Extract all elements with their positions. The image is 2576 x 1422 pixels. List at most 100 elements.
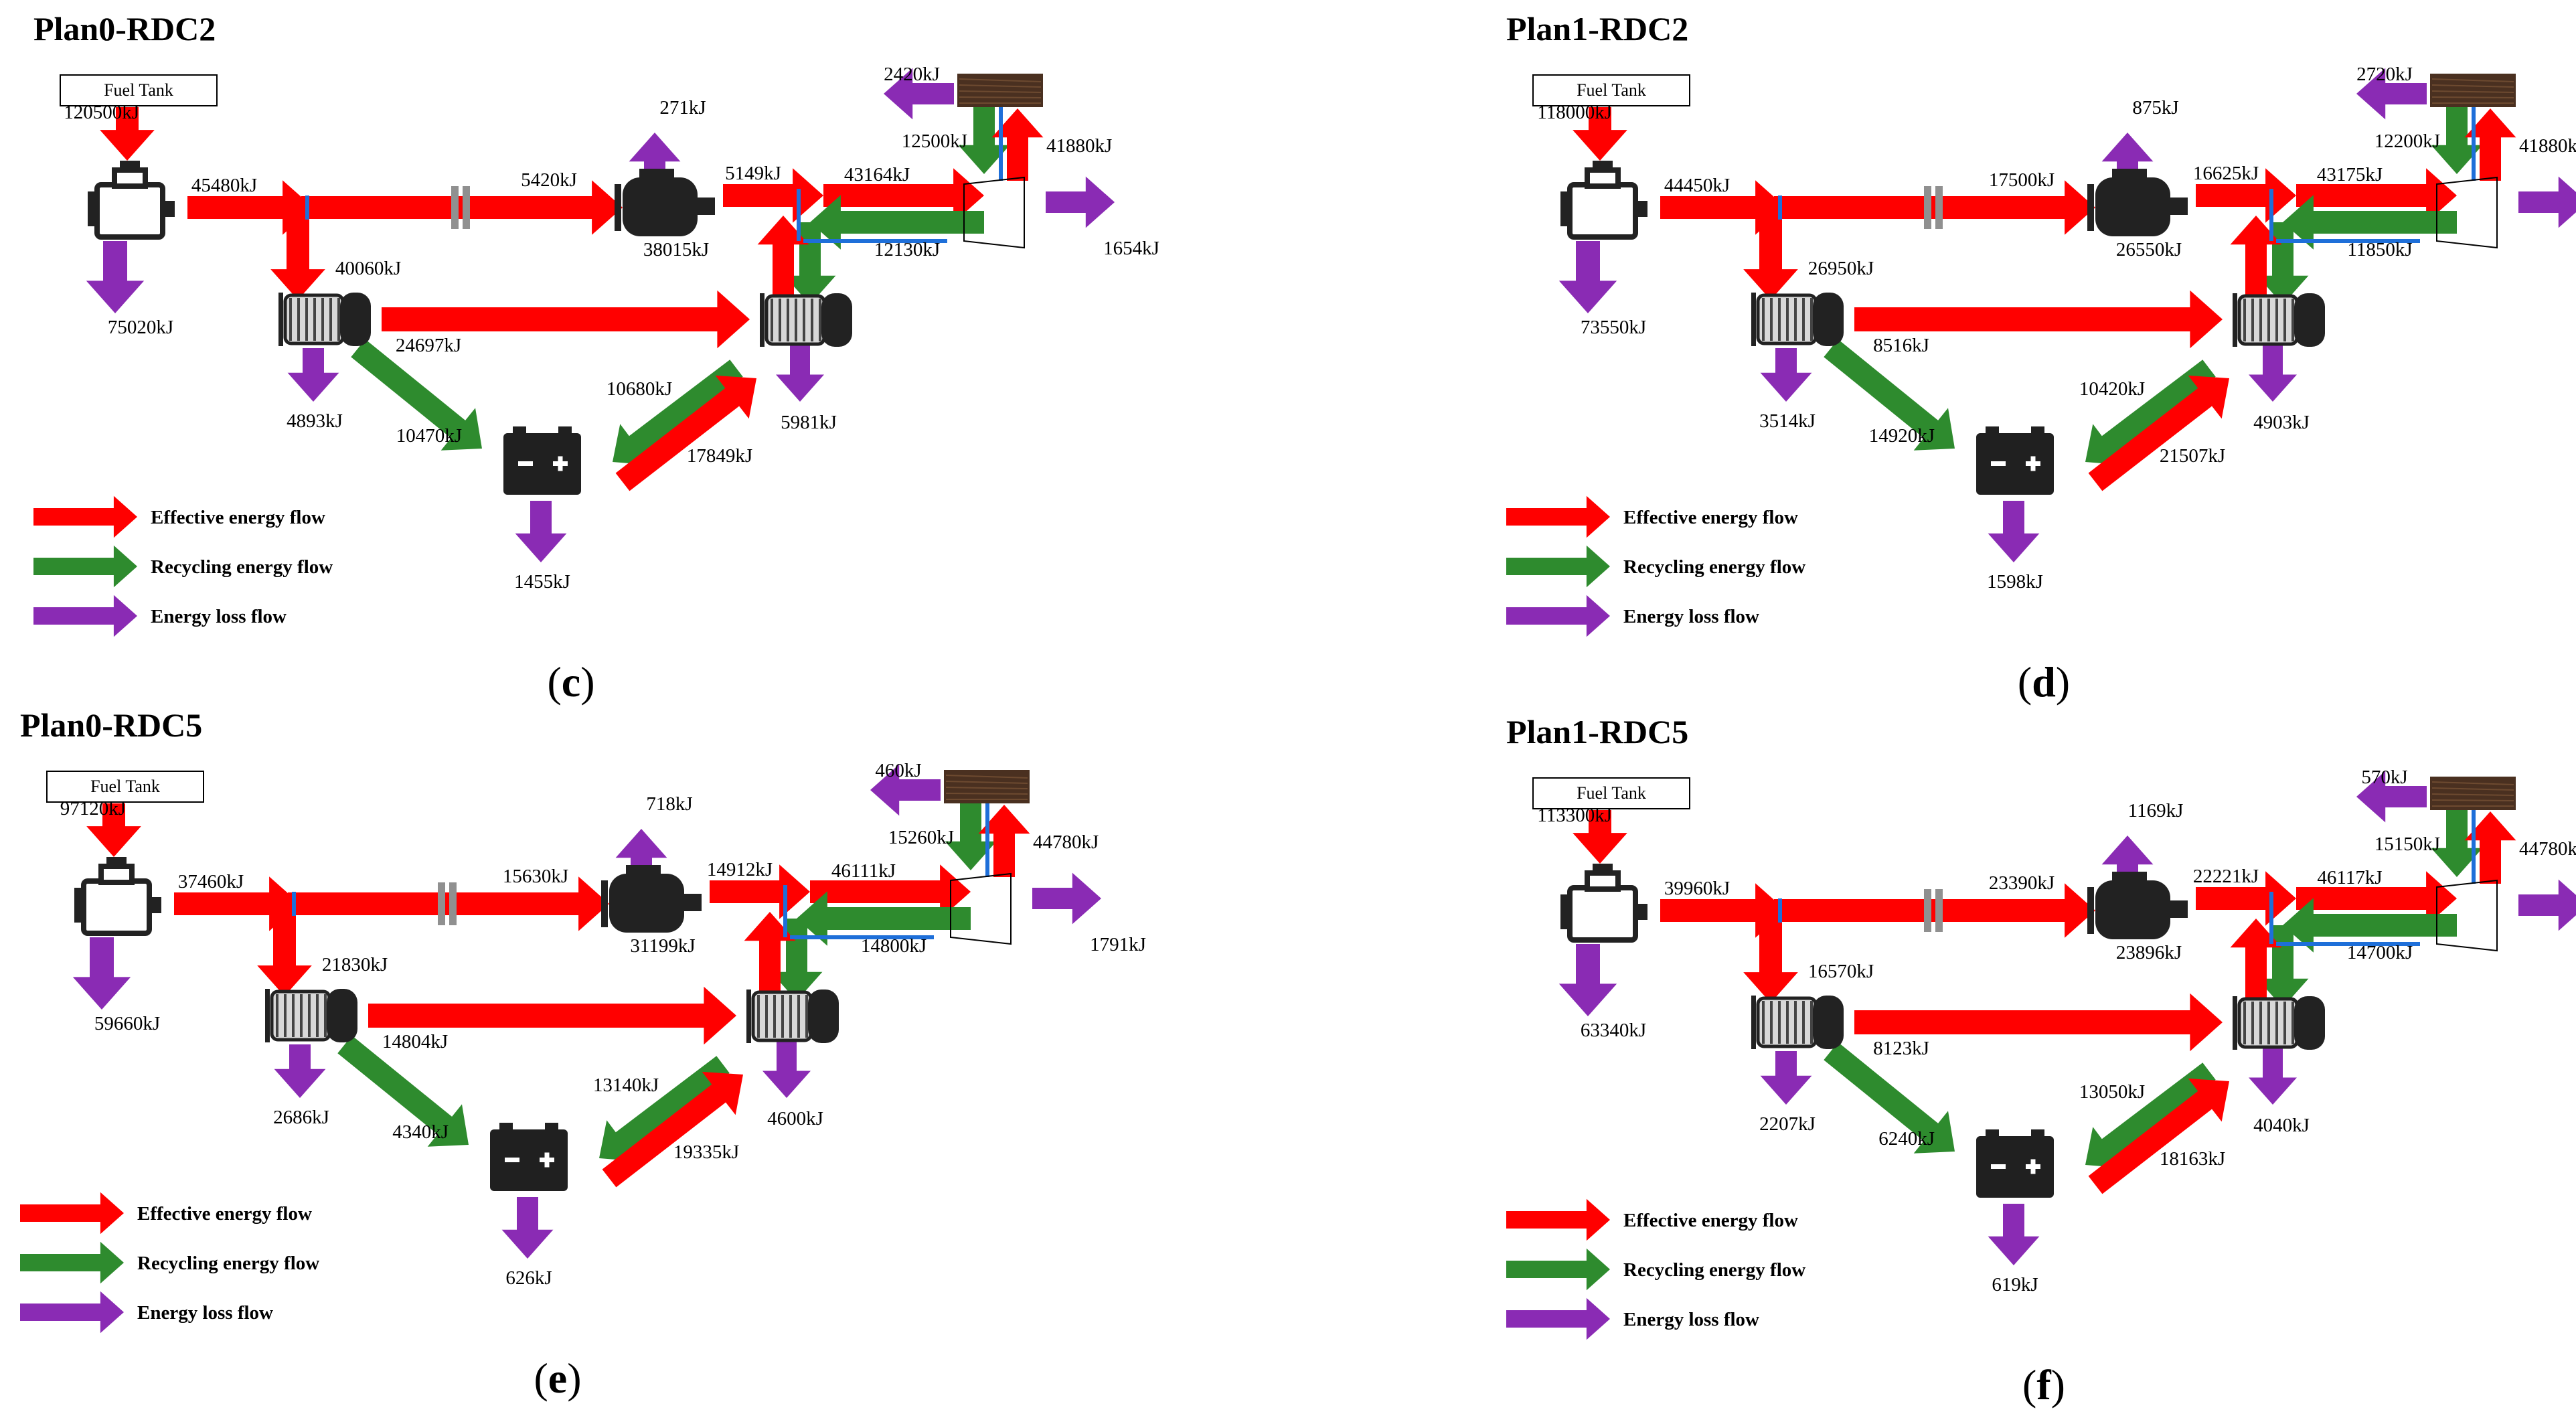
tm-to-battery-value: 10680kJ <box>607 378 672 400</box>
final-drive-input-value: 43164kJ <box>844 164 910 185</box>
to-final-drive-arrow <box>2296 871 2457 926</box>
to-final-drive-arrow <box>823 168 984 223</box>
motor-loss-value: 718kJ <box>646 793 692 815</box>
tm-loss-arrow <box>2249 345 2297 402</box>
legend-loss-swatch <box>1506 1297 1610 1340</box>
demand-value: 41880kJ <box>1046 135 1112 157</box>
recovery-arrow <box>945 803 997 870</box>
panel-title: Plan0-RDC2 <box>33 10 216 48</box>
final-drive-loss-arrow <box>1032 872 1101 925</box>
tm-loss-value: 4040kJ <box>2253 1115 2310 1136</box>
fuel-tank-box <box>60 74 218 106</box>
gen-to-battery-value: 14920kJ <box>1869 425 1935 447</box>
tm-to-drive-arrow <box>2230 216 2282 328</box>
wheel-loss-arrow <box>2356 771 2427 823</box>
demand-arrow <box>978 805 1030 877</box>
battery-loss-arrow <box>501 1197 554 1259</box>
tm-to-battery-value: 13140kJ <box>593 1075 659 1096</box>
subfigure-label: (f) <box>2022 1361 2065 1409</box>
wheel-icon <box>944 770 1030 803</box>
motor-loss-value: 875kJ <box>2132 97 2178 118</box>
engine-loss-value: 63340kJ <box>1581 1020 1646 1041</box>
regen-arrow <box>797 891 971 946</box>
final-drive-loss-arrow <box>2518 176 2576 228</box>
legend-effective-label: Effective energy flow <box>137 1203 312 1224</box>
battery-to-tm-arrow <box>602 1071 743 1188</box>
demand-value: 44780kJ <box>2519 838 2576 860</box>
legend-loss-label: Energy loss flow <box>1623 606 1759 627</box>
final-drive-loss-value: 1654kJ <box>1103 238 1159 259</box>
tm-to-battery-arrow <box>2085 1062 2216 1168</box>
tm-to-battery-value: 13050kJ <box>2079 1081 2145 1103</box>
engine-loss-value: 75020kJ <box>108 317 173 338</box>
regen-arrow <box>810 195 984 250</box>
generator-loss-value: 2686kJ <box>273 1107 329 1128</box>
battery-to-tm-arrow <box>2088 1078 2229 1194</box>
to-generator-value: 26950kJ <box>1808 258 1874 279</box>
demand-arrow <box>2464 108 2516 181</box>
generator-icon <box>1751 293 1844 346</box>
generator-loss-arrow <box>1760 1051 1812 1105</box>
battery-icon <box>503 426 581 495</box>
to-generator-arrow <box>1743 921 1798 1003</box>
fuel-flow-arrow <box>1573 810 1627 864</box>
engine-loss-value: 59660kJ <box>94 1013 160 1034</box>
fuel-tank-label: Fuel Tank <box>90 777 160 796</box>
gen-to-battery-value: 6240kJ <box>1878 1128 1935 1150</box>
legend-loss-swatch <box>1506 595 1610 637</box>
clutch-flow-value: 5420kJ <box>521 169 577 191</box>
tm-loss-arrow <box>2249 1048 2297 1105</box>
generator-loss-arrow <box>287 348 339 402</box>
regen-down-arrow <box>2257 925 2309 1008</box>
engine-icon <box>1560 864 1647 943</box>
engine-output-arrow <box>1660 883 1786 938</box>
to-motor-arrow <box>288 876 609 931</box>
clutch-icon <box>1924 186 1943 229</box>
generator-icon <box>265 989 357 1042</box>
legend-recycling-label: Recycling energy flow <box>137 1253 319 1274</box>
demand-value: 44780kJ <box>1033 832 1099 853</box>
wheel-icon <box>2430 74 2516 107</box>
regen-arrow <box>2283 195 2457 250</box>
fuel-value: 118000kJ <box>1537 102 1612 123</box>
engine-output-value: 37460kJ <box>178 871 244 892</box>
gen-to-battery-value: 10470kJ <box>396 425 462 447</box>
legend-effective-swatch <box>1506 495 1610 538</box>
battery-to-tm-arrow <box>615 375 756 491</box>
engine-output-arrow <box>187 180 313 235</box>
gen-to-tm-arrow <box>382 290 750 349</box>
tm-loss-value: 4903kJ <box>2253 412 2310 433</box>
to-generator-value: 16570kJ <box>1808 961 1874 982</box>
engine-icon <box>74 857 161 936</box>
fuel-tank-box <box>1532 74 1690 106</box>
regen-arrow <box>2283 898 2457 953</box>
regen-value: 14800kJ <box>861 935 927 957</box>
recovery-arrow <box>958 107 1010 174</box>
engine-icon <box>1560 161 1647 240</box>
legend-effective-swatch <box>1506 1198 1610 1241</box>
clutch-flow-value: 15630kJ <box>503 866 568 887</box>
gen-to-tm-value: 24697kJ <box>396 335 461 356</box>
panel-title: Plan1-RDC5 <box>1506 713 1688 750</box>
subfigure-label: (c) <box>547 658 594 706</box>
engine-output-arrow <box>1660 180 1786 235</box>
tm-to-battery-arrow <box>599 1056 730 1162</box>
regen-value: 12130kJ <box>874 239 940 260</box>
engine-loss-value: 73550kJ <box>1581 317 1646 338</box>
traction-motor-icon <box>760 293 852 347</box>
engine-loss-arrow <box>72 937 131 1010</box>
motor-icon <box>601 865 702 933</box>
traction-motor-icon <box>2233 293 2325 347</box>
gen-to-battery-arrow <box>1824 339 1955 451</box>
engine-output-value: 45480kJ <box>191 175 257 196</box>
wheel-icon <box>957 74 1043 107</box>
panel-title: Plan0-RDC5 <box>20 706 202 744</box>
generator-loss-value: 2207kJ <box>1759 1113 1816 1135</box>
battery-loss-arrow <box>515 501 567 562</box>
fuel-value: 97120kJ <box>60 798 126 819</box>
recovery-value: 12200kJ <box>2374 131 2440 152</box>
traction-motor-icon <box>746 990 839 1043</box>
